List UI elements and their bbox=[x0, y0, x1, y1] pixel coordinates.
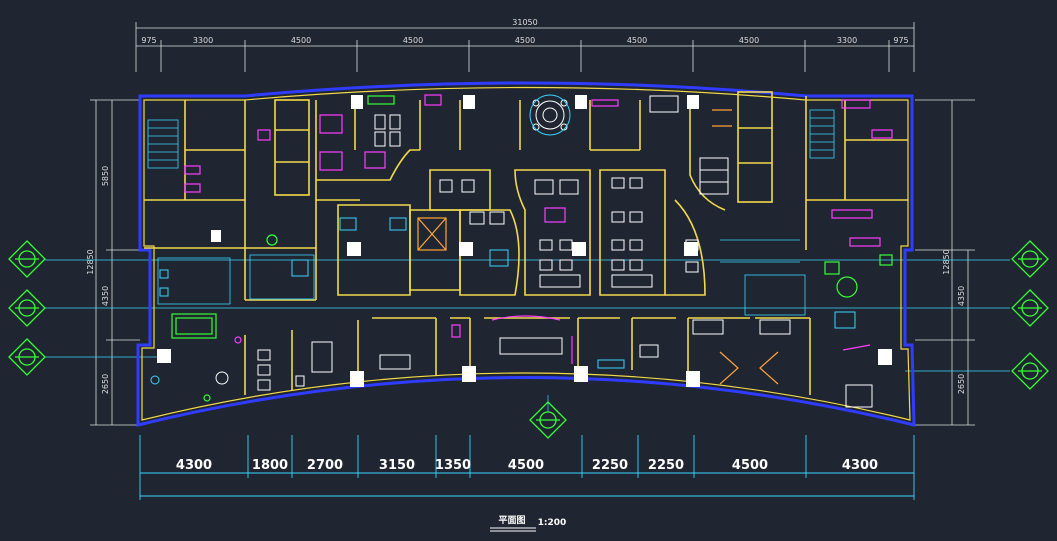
bottom-dim-7: 2250 bbox=[592, 458, 628, 473]
overall-width-label: 31050 bbox=[512, 18, 537, 27]
bottom-dim-8: 2250 bbox=[648, 458, 684, 473]
bottom-dim-2: 1800 bbox=[252, 458, 288, 473]
left-dimension-chain bbox=[90, 99, 140, 426]
top-dim-2: 3300 bbox=[193, 36, 213, 45]
axis-lines bbox=[45, 259, 1010, 412]
drawing-title-block: 平面图 1:200 bbox=[490, 515, 567, 532]
building-outline bbox=[136, 81, 916, 427]
right-dim-2: 2650 bbox=[957, 374, 966, 394]
drawing-scale: 1:200 bbox=[538, 518, 567, 528]
left-dim-2: 4350 bbox=[101, 286, 110, 306]
top-dim-5: 4500 bbox=[515, 36, 535, 45]
top-dimension-chain bbox=[135, 22, 915, 72]
drawing-title: 平面图 bbox=[498, 515, 525, 526]
axis-bubble-right-3 bbox=[1011, 352, 1049, 390]
structural-columns bbox=[157, 95, 892, 387]
bottom-dim-5: 1350 bbox=[435, 458, 471, 473]
top-dim-9: 975 bbox=[893, 36, 908, 45]
top-dim-6: 4500 bbox=[627, 36, 647, 45]
right-dim-1: 4350 bbox=[957, 286, 966, 306]
top-dim-4: 4500 bbox=[403, 36, 423, 45]
bottom-dim-10: 4300 bbox=[842, 458, 878, 473]
top-dimension-labels: 975 3300 4500 4500 4500 4500 4500 3300 9… bbox=[141, 36, 908, 45]
furniture-orange bbox=[417, 109, 779, 385]
bottom-dimension-labels: 4300 1800 2700 3150 1350 4500 2250 2250 … bbox=[176, 458, 878, 473]
bottom-dim-6: 4500 bbox=[508, 458, 544, 473]
axis-bubble-right-2 bbox=[1011, 289, 1049, 327]
right-total: 12850 bbox=[942, 249, 951, 274]
bottom-dim-3: 2700 bbox=[307, 458, 343, 473]
top-dim-8: 3300 bbox=[837, 36, 857, 45]
top-dim-7: 4500 bbox=[739, 36, 759, 45]
axis-bubble-left-2 bbox=[8, 289, 46, 327]
bottom-dim-9: 4500 bbox=[732, 458, 768, 473]
furniture-green bbox=[171, 95, 893, 402]
axis-bubbles bbox=[8, 240, 1049, 439]
stairs-and-cyan-lines bbox=[147, 109, 835, 316]
interior-walls bbox=[144, 91, 908, 395]
axis-bubble-left-3 bbox=[8, 338, 46, 376]
left-total: 12850 bbox=[86, 249, 95, 274]
left-dim-1: 5850 bbox=[101, 166, 110, 186]
bottom-dim-1: 4300 bbox=[176, 458, 212, 473]
axis-bubble-left-1 bbox=[8, 240, 46, 278]
left-dim-3: 2650 bbox=[101, 374, 110, 394]
furniture-magenta bbox=[184, 94, 893, 364]
axis-bubble-bottom bbox=[529, 401, 567, 439]
axis-bubble-right-1 bbox=[1011, 240, 1049, 278]
furniture-white bbox=[215, 95, 873, 408]
bottom-dimension-chain bbox=[139, 435, 915, 500]
top-dim-3: 4500 bbox=[291, 36, 311, 45]
top-dim-1: 975 bbox=[141, 36, 156, 45]
furniture-cyan bbox=[150, 94, 856, 385]
bottom-dim-4: 3150 bbox=[379, 458, 415, 473]
